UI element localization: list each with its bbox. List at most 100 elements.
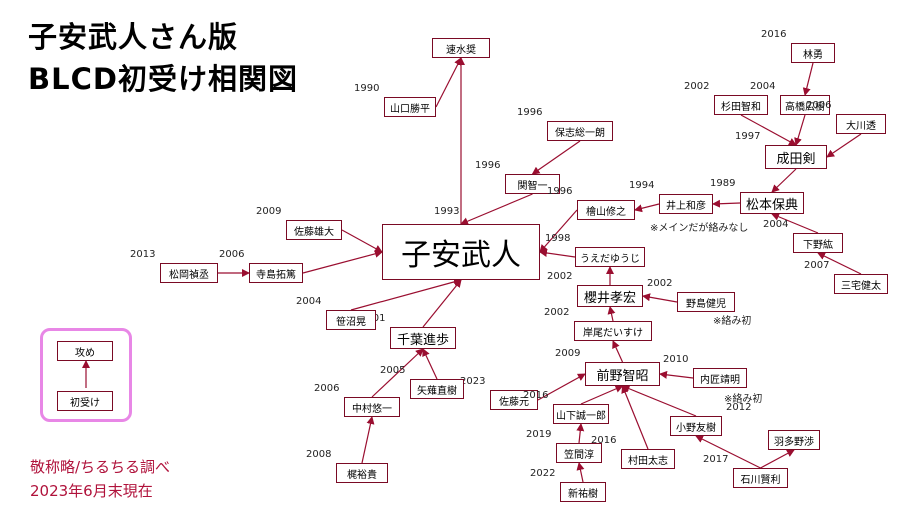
node-matsuoka: 松岡禎丞 (160, 263, 218, 283)
edge-narita-to-matsumoto (771, 168, 797, 193)
node-inoue: 井上和彦 (659, 194, 713, 214)
edge-hayashi-to-takahashi (802, 62, 814, 96)
year-label-yamaguchi: 1990 (354, 83, 380, 94)
year-label-sato-gen: 2023 (460, 376, 486, 387)
node-miyake: 三宅健太 (834, 274, 888, 294)
edge-chiba-to-koyasu (422, 279, 462, 328)
node-sugita: 杉田智和 (714, 95, 768, 115)
edge-kasama-to-yamashita (576, 423, 585, 444)
node-shin: 新祐樹 (560, 482, 606, 502)
edge-ono-to-maeno (621, 384, 697, 417)
node-kaji: 梶裕貴 (336, 463, 388, 483)
legend-seme-box: 攻め (57, 341, 113, 361)
node-hatano: 羽多野渉 (768, 430, 820, 450)
legend: 攻め 初受け (40, 328, 132, 422)
edge-inoue-to-hiyama (634, 203, 660, 213)
year-label-yajima: 2005 (380, 365, 406, 376)
year-label-hiyama: 1996 (547, 186, 573, 197)
year-label-sugita: 2002 (684, 81, 710, 92)
footer-credit: 敬称略/ちるちる調べ (30, 458, 171, 476)
node-kasama: 笠間淳 (556, 443, 602, 463)
node-koyasu: 子安武人 (382, 224, 540, 280)
node-sato-takumi: 佐藤雄大 (286, 220, 342, 240)
node-nojima: 野島健児 (677, 292, 735, 312)
edge-ishikawa-to-hatano (760, 449, 795, 469)
edge-shin-to-kasama (576, 462, 585, 483)
diagram-title: 子安武人さん版 (28, 20, 239, 54)
year-label-matsumoto: 1989 (710, 178, 736, 189)
year-label-kaji: 2008 (306, 449, 332, 460)
year-label-ueda: 1998 (545, 233, 571, 244)
edge-sugita-to-narita (740, 114, 797, 146)
node-uchida: 内匠靖明 (693, 368, 747, 388)
note-inoue-note: ※メインだが絡みなし (650, 223, 749, 234)
edge-kaji-to-nakamura (361, 416, 375, 464)
note-uchida-note: ※絡み初 (724, 394, 763, 405)
year-label-ono: 2012 (726, 402, 752, 413)
year-label-seki: 1996 (475, 160, 501, 171)
year-label-kishio: 2002 (544, 307, 570, 318)
node-ishikawa: 石川賢利 (733, 468, 788, 488)
edge-sasanuma-to-koyasu (350, 277, 462, 311)
edge-hiyama-to-koyasu (539, 209, 578, 253)
year-label-sakurai: 2002 (547, 271, 573, 282)
diagram-subtitle: BLCD初受け相関図 (28, 62, 298, 96)
node-kishio: 岸尾だいすけ (574, 321, 652, 341)
edge-hoshi-to-seki (531, 140, 581, 175)
year-label-inoue: 1994 (629, 180, 655, 191)
node-matsumoto: 松本保典 (740, 192, 804, 214)
year-label-kasama: 2019 (526, 429, 552, 440)
edge-matsumoto-to-inoue (712, 199, 741, 208)
node-yamaguchi: 山口勝平 (384, 97, 436, 117)
footer-date: 2023年6月末現在 (30, 482, 153, 500)
node-seki: 関智一 (505, 174, 560, 194)
edge-ishikawa-to-ono (695, 435, 761, 469)
node-sasanuma: 笹沼晃 (326, 310, 376, 330)
year-label-ishikawa: 2017 (703, 454, 729, 465)
edge-uchida-to-maeno (659, 370, 694, 379)
year-label-yamashita: 2016 (523, 390, 549, 401)
year-label-shimono: 2004 (763, 219, 789, 230)
edge-maeno-to-kishio (612, 340, 624, 363)
legend-ukes-box: 初受け (57, 391, 113, 411)
node-hayashi: 林勇 (791, 43, 835, 63)
node-sato-gen: 佐藤元 (490, 390, 538, 410)
node-takahashi: 高橋広樹 (780, 95, 830, 115)
node-hoshi: 保志総一朗 (547, 121, 613, 141)
year-label-uchida: 2010 (663, 354, 689, 365)
edge-okawa-to-narita (826, 133, 862, 158)
note-nojima-note: ※絡み初 (713, 316, 752, 327)
edge-seki-to-koyasu (460, 193, 533, 225)
edge-takahashi-to-narita (794, 114, 806, 146)
year-label-shin: 2022 (530, 468, 556, 479)
edge-yajima-to-chiba (422, 348, 438, 380)
edge-sato-gen-to-maeno (537, 373, 586, 401)
edge-miyake-to-shimono (817, 252, 862, 275)
edge-yamashita-to-maeno (580, 385, 624, 405)
edge-terashima-to-koyasu (302, 249, 383, 274)
year-label-narita: 1997 (735, 131, 761, 142)
node-nakamura: 中村悠一 (344, 397, 400, 417)
node-narita: 成田剣 (765, 145, 827, 169)
edge-ueda-to-koyasu (539, 249, 576, 258)
node-hayami: 速水奨 (432, 38, 490, 58)
node-maeno: 前野智昭 (585, 362, 660, 386)
year-label-nakamura: 2006 (314, 383, 340, 394)
edge-sato-takumi-to-koyasu (341, 229, 383, 253)
year-label-murata: 2016 (591, 435, 617, 446)
year-label-terashima: 2006 (219, 249, 245, 260)
year-label-maeno: 2009 (555, 348, 581, 359)
edge-murata-to-maeno (621, 385, 649, 450)
node-ono: 小野友樹 (670, 416, 722, 436)
year-label-sasanuma: 2004 (296, 296, 322, 307)
edge-nojima-to-sakurai (642, 293, 678, 303)
node-murata: 村田太志 (621, 449, 675, 469)
node-chiba: 千葉進歩 (390, 327, 456, 349)
node-okawa: 大川透 (836, 114, 886, 134)
node-terashima: 寺島拓篤 (249, 263, 303, 283)
year-label-okawa: 2006 (806, 100, 832, 111)
edge-kishio-to-sakurai (607, 306, 616, 322)
edge-nakamura-to-chiba (371, 348, 424, 398)
node-hiyama: 檜山修之 (577, 200, 635, 220)
